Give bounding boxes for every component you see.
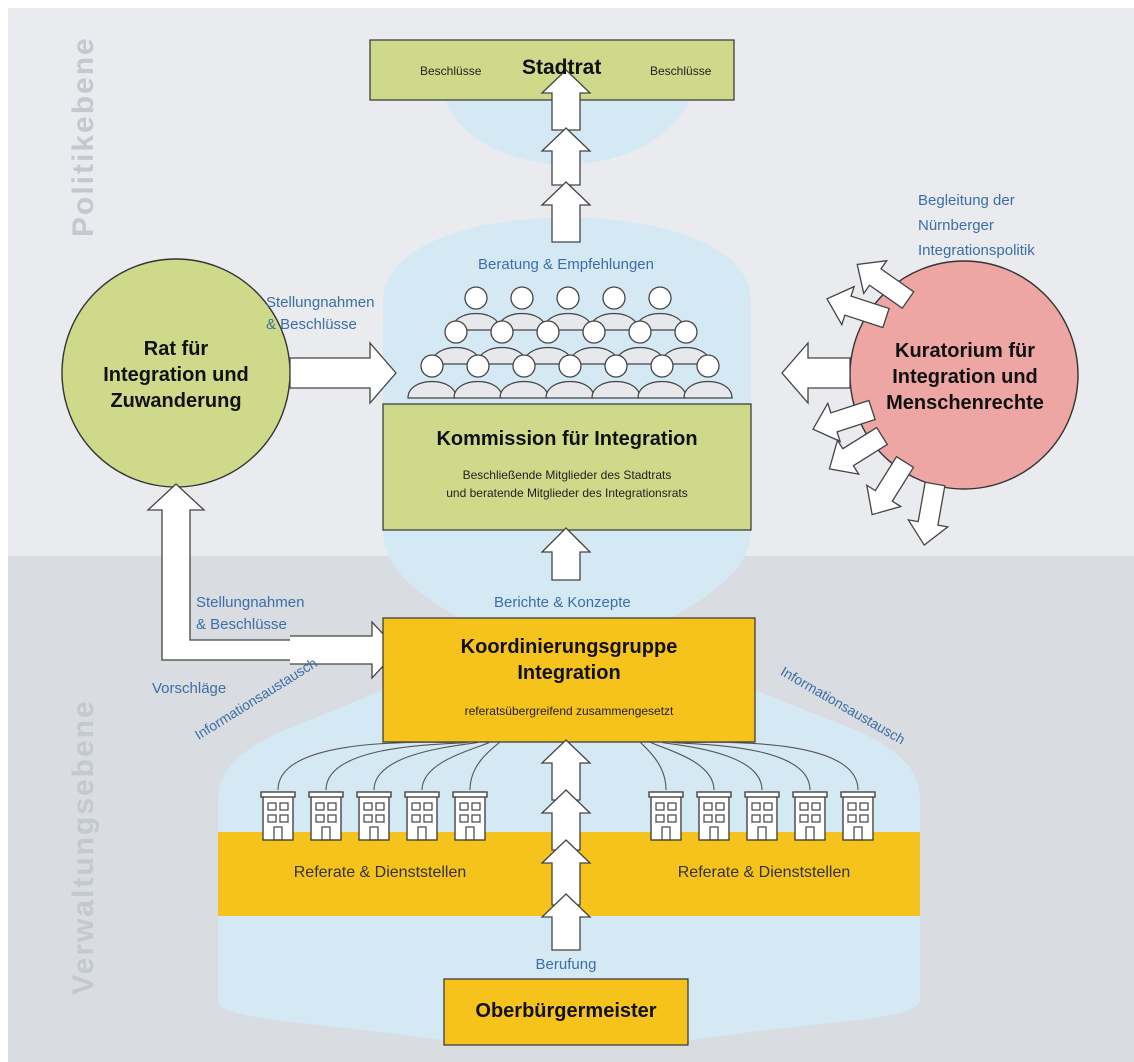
curatorium-line2: Integration und: [892, 366, 1038, 388]
commission-box: [382, 403, 752, 531]
curatorium-note-line2: Nürnberger: [918, 217, 994, 234]
commission-desc-line2: und beratende Mitglieder des Integration…: [446, 486, 688, 500]
arrow-reports-up: [540, 527, 592, 581]
stadtrat-left-label: Beschlüsse: [420, 64, 482, 78]
mayor-box: [443, 978, 689, 1046]
proposals-label: Vorschläge: [152, 680, 227, 697]
curatorium-note-line1: Begleitung der: [918, 192, 1015, 209]
coordination-desc: referatsübergreifend zusammengesetzt: [464, 704, 674, 718]
curatorium-radiating-arrows: [812, 259, 950, 547]
appointment-label: Berufung: [535, 956, 597, 973]
curatorium-note-line3: Integrationspolitik: [918, 242, 1035, 259]
arrow-curatorium-to-commission: [781, 341, 851, 405]
stadtrat-right-label: Beschlüsse: [650, 64, 712, 78]
council-line1: Rat für: [143, 338, 209, 360]
coordination-title-line2: Integration: [517, 662, 621, 684]
arrow-stack-appointment: [540, 739, 592, 951]
council-line3: Zuwanderung: [110, 390, 242, 412]
politics-level-label: Politikebene: [67, 36, 100, 237]
departments-right-label: Referate & Dienststellen: [677, 864, 851, 881]
statements-top-line2: & Beschlüsse: [266, 316, 357, 333]
arrow-council-to-commission: [289, 341, 397, 405]
administration-level-label: Verwaltungsebene: [67, 699, 100, 995]
commission-title: Kommission für Integration: [436, 428, 698, 450]
statements-bottom-line1: Stellungnahmen: [196, 594, 305, 611]
curatorium-line1: Kuratorium für: [895, 340, 1035, 362]
arrow-stack-to-stadtrat: [540, 69, 592, 243]
coordination-box: [382, 617, 756, 743]
curatorium-line3: Menschenrechte: [886, 392, 1044, 414]
coordination-title-line1: Koordinierungsgruppe: [460, 636, 678, 658]
commission-desc-line1: Beschließende Mitglieder des Stadtrats: [462, 468, 672, 482]
statements-top-line1: Stellungnahmen: [266, 294, 375, 311]
council-line2: Integration und: [103, 364, 249, 386]
mayor-title: Oberbürgermeister: [475, 1000, 657, 1022]
statements-bottom-line2: & Beschlüsse: [196, 616, 287, 633]
stadtrat-title: Stadtrat: [522, 56, 602, 79]
info-exchange-lines: [277, 741, 859, 791]
reports-label: Berichte & Konzepte: [494, 594, 631, 611]
departments-left-label: Referate & Dienststellen: [293, 864, 467, 881]
advice-label: Beratung & Empfehlungen: [478, 256, 654, 273]
